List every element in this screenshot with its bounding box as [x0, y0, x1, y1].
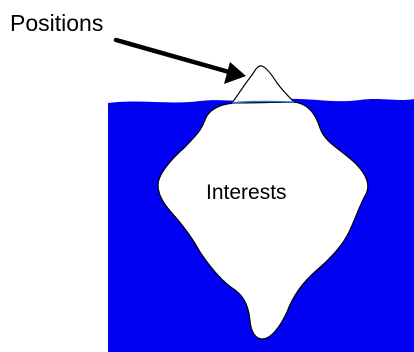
- interests-label: Interests: [206, 181, 287, 204]
- positions-label: Positions: [10, 10, 103, 36]
- iceberg-underwater: [157, 101, 369, 340]
- waterline: [231, 100, 295, 104]
- pointer-arrow: [113, 37, 246, 84]
- iceberg-tip: [230, 65, 296, 104]
